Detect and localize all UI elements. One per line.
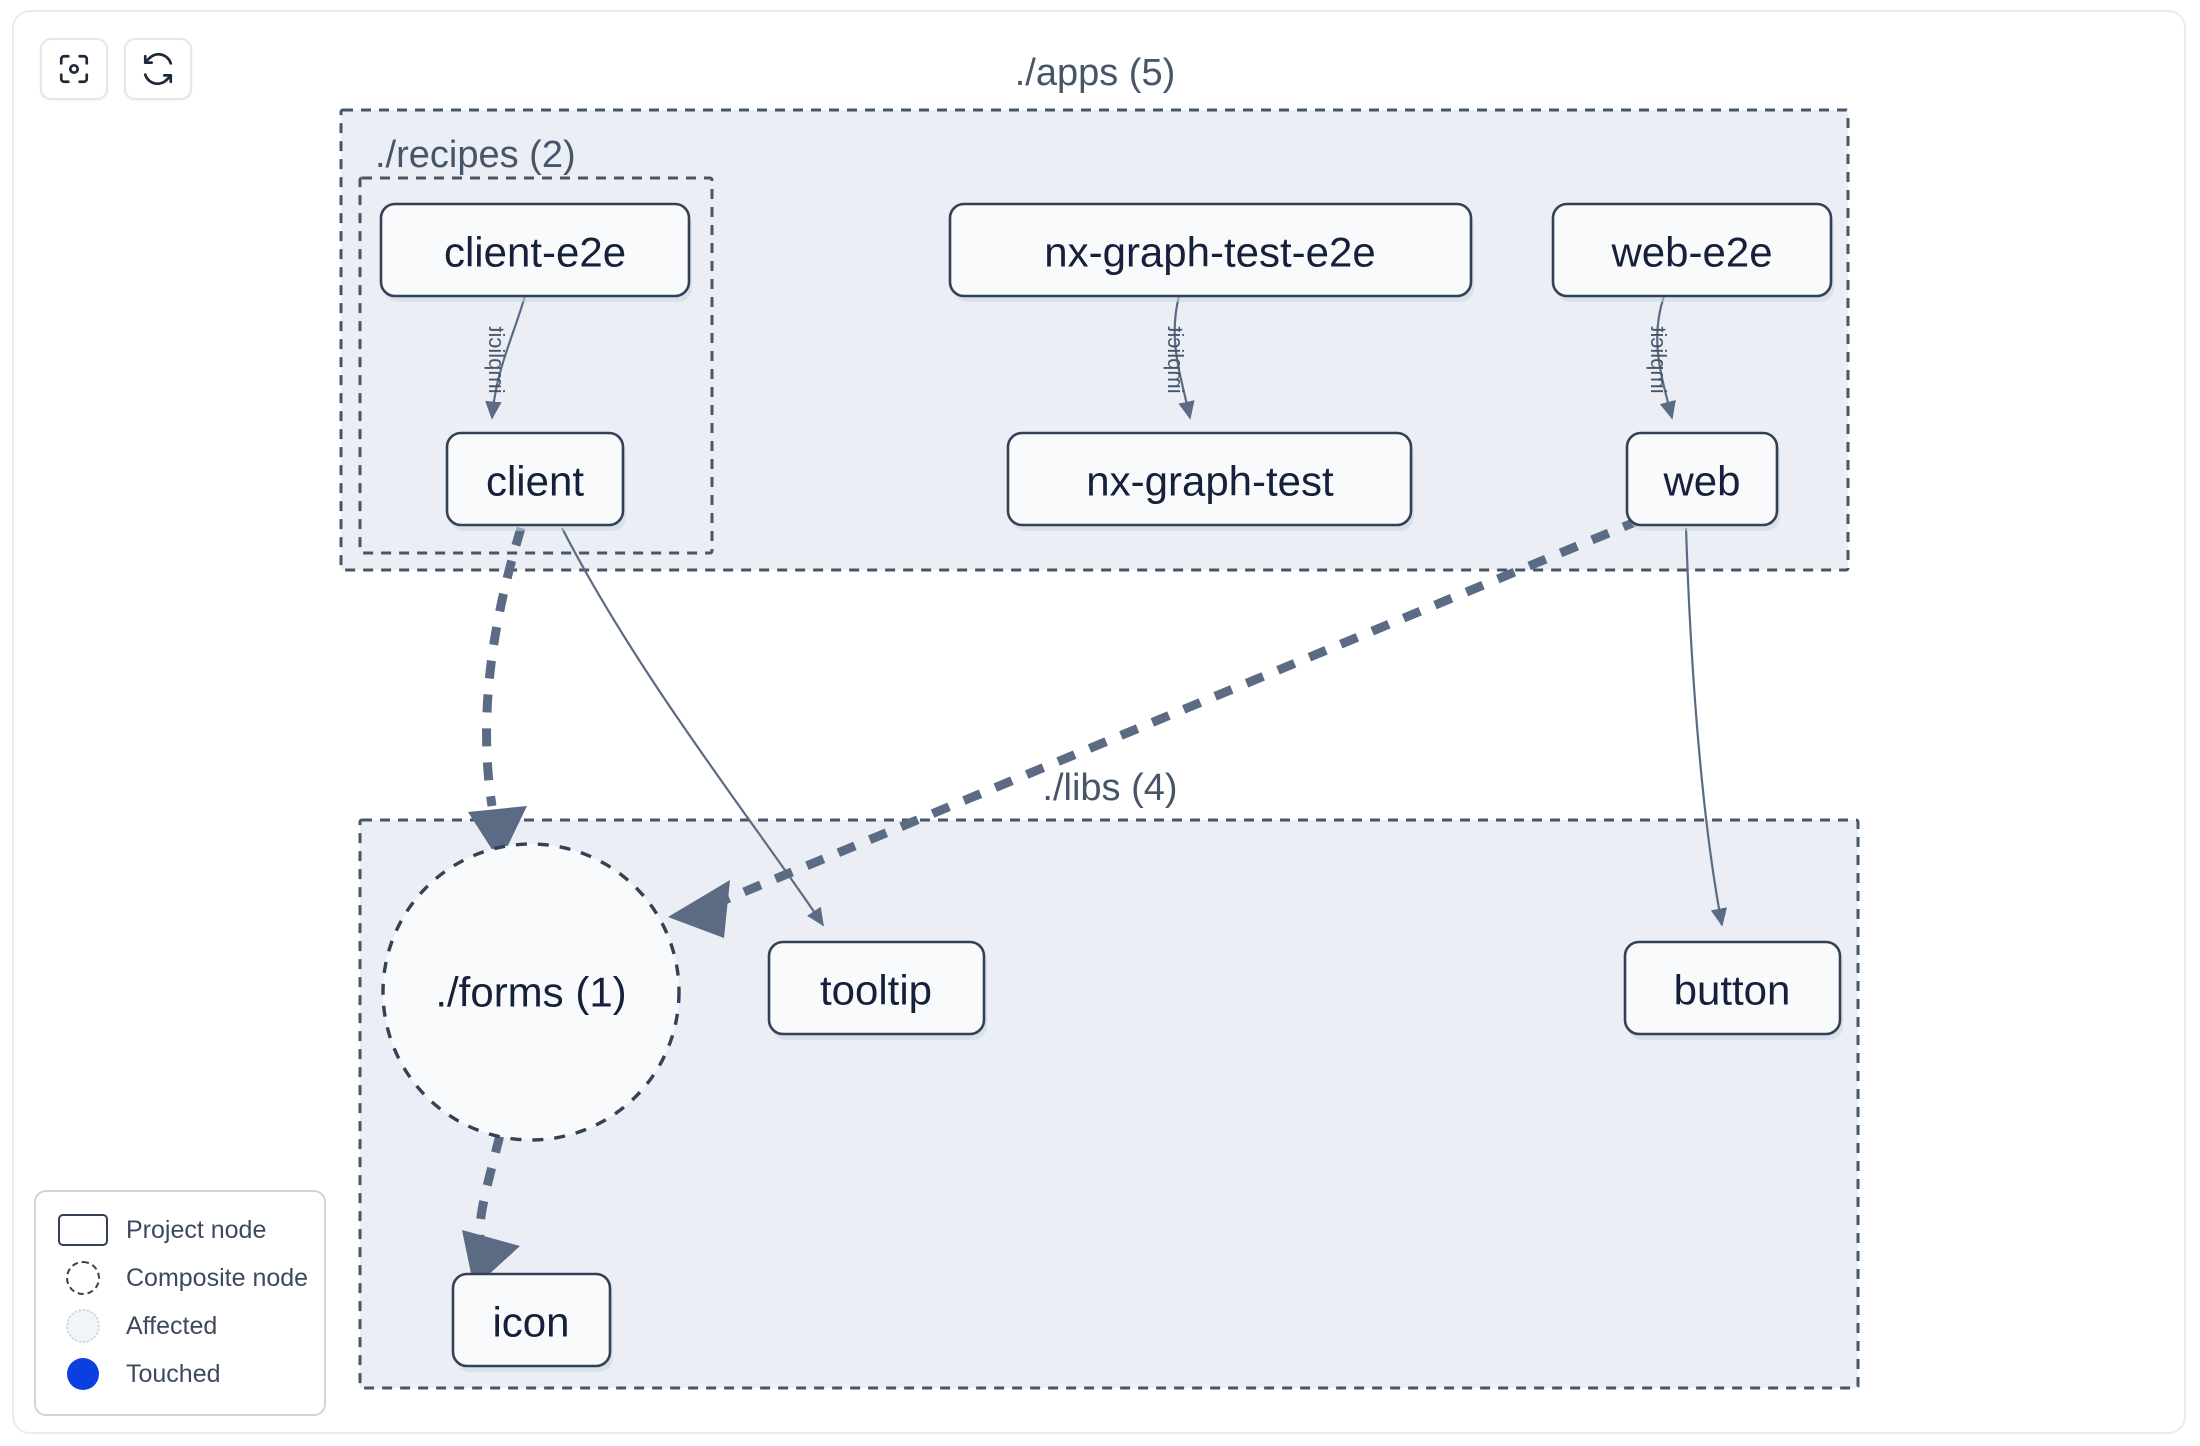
node-label-client: client [486,458,584,505]
legend-label-affected: Affected [126,1311,218,1340]
group-libs[interactable]: ./libs (4) [358,767,1860,1390]
node-label-icon: icon [492,1299,569,1346]
edge-label-implicit-web: implicit [1646,326,1671,393]
node-label-button: button [1674,967,1791,1014]
node-forms-composite[interactable]: ./forms (1) [381,842,681,1142]
node-label-tooltip: tooltip [820,967,932,1014]
edge-label-implicit-nx-graph-test: implicit [1163,326,1188,393]
legend-item-composite-node: Composite node [52,1254,308,1302]
edge-web-e2e-to-web[interactable]: implicit [1646,295,1676,420]
composite-node-swatch-icon [52,1261,114,1295]
node-label-web: web [1662,458,1740,505]
node-label-client-e2e: client-e2e [444,229,626,276]
edge-client-to-forms[interactable] [468,526,527,862]
node-web[interactable]: web [1625,431,1780,531]
node-client[interactable]: client [445,431,626,531]
node-tooltip[interactable]: tooltip [767,940,987,1040]
refresh-graph-button[interactable] [124,38,192,100]
edge-client-e2e-to-client[interactable]: implicit [484,295,527,420]
node-label-nx-graph-test: nx-graph-test [1086,458,1334,505]
focus-icon [57,52,91,86]
refresh-icon [141,52,175,86]
node-label-forms: ./forms (1) [435,969,626,1016]
project-node-swatch-icon [52,1214,114,1246]
node-client-e2e[interactable]: client-e2e [379,202,692,302]
group-label-libs: ./libs (4) [1042,767,1177,809]
edge-client-to-tooltip[interactable] [561,527,824,927]
node-nx-graph-test-e2e[interactable]: nx-graph-test-e2e [948,202,1474,302]
legend-item-touched: Touched [52,1350,308,1398]
edge-web-to-button[interactable] [1684,527,1728,927]
edge-label-implicit-client: implicit [484,326,509,393]
legend-label-touched: Touched [126,1359,221,1388]
group-label-apps: ./apps (5) [1015,52,1176,94]
graph-legend: Project node Composite node Affected Tou… [34,1190,326,1416]
legend-label-composite-node: Composite node [126,1263,309,1292]
affected-swatch-icon [52,1309,114,1343]
legend-item-affected: Affected [52,1302,308,1350]
focus-graph-button[interactable] [40,38,108,100]
node-button[interactable]: button [1623,940,1843,1040]
node-label-nx-graph-test-e2e: nx-graph-test-e2e [1044,229,1376,276]
node-web-e2e[interactable]: web-e2e [1551,202,1834,302]
group-label-recipes: ./recipes (2) [375,134,576,176]
graph-toolbar [40,38,192,100]
node-label-web-e2e: web-e2e [1610,229,1772,276]
edge-nx-graph-test-e2e-to-nx-graph-test[interactable]: implicit [1163,295,1195,420]
node-icon[interactable]: icon [451,1272,613,1372]
legend-label-project-node: Project node [126,1215,267,1244]
node-nx-graph-test[interactable]: nx-graph-test [1006,431,1414,531]
touched-swatch-icon [52,1358,114,1390]
legend-item-project-node: Project node [52,1206,308,1254]
edge-web-to-forms[interactable] [668,515,1642,938]
